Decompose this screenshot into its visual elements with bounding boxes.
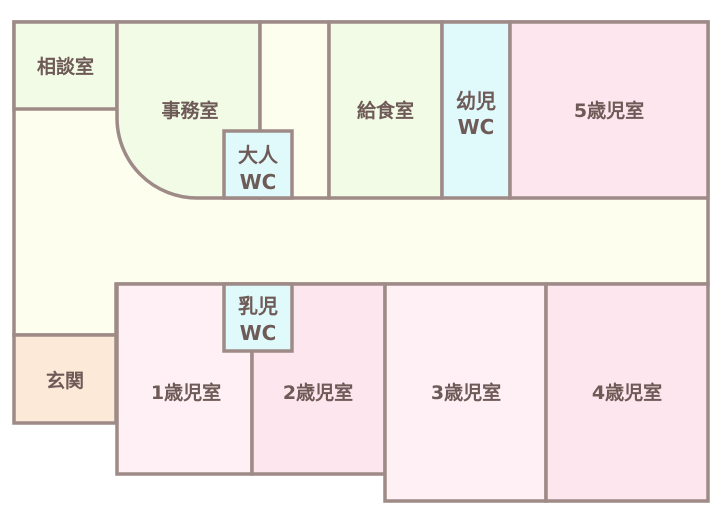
room-age5[interactable]: 5歳児室 — [508, 20, 710, 200]
room-age3[interactable]: 3歳児室 — [383, 282, 548, 503]
room-age2-label: 2歳児室 — [283, 381, 353, 404]
room-infant-wc-label-1: 乳児 — [238, 294, 278, 318]
room-adult-wc-label-2: WC — [240, 170, 277, 194]
room-age5-label: 5歳児室 — [574, 99, 644, 122]
room-consultation-label: 相談室 — [37, 55, 94, 78]
room-consultation[interactable]: 相談室 — [12, 20, 119, 111]
room-toddler-wc-label-2: WC — [458, 115, 495, 139]
room-adult-wc-floor — [222, 129, 294, 200]
room-kitchen[interactable]: 給食室 — [327, 20, 444, 200]
room-infant-wc-floor — [222, 282, 294, 353]
room-kitchen-label: 給食室 — [357, 99, 414, 122]
room-age3-floor — [383, 282, 548, 503]
room-toddler-wc-label-1: 幼児 — [456, 89, 496, 113]
room-infant-wc[interactable]: 乳児 WC — [222, 282, 294, 353]
room-kitchen-floor — [327, 20, 444, 200]
room-adult-wc[interactable]: 大人 WC — [222, 129, 294, 200]
room-age5-floor — [508, 20, 710, 200]
room-entrance-label: 玄関 — [46, 369, 84, 392]
room-toddler-wc-floor — [440, 20, 512, 200]
room-adult-wc-label-1: 大人 — [238, 143, 279, 167]
room-age4-floor — [544, 282, 710, 503]
room-infant-wc-label-2: WC — [240, 321, 277, 345]
room-office-label: 事務室 — [161, 99, 218, 122]
room-entrance[interactable]: 玄関 — [12, 333, 118, 425]
room-age3-label: 3歳児室 — [431, 381, 501, 404]
room-age4-label: 4歳児室 — [592, 381, 662, 404]
room-toddler-wc[interactable]: 幼児 WC — [440, 20, 512, 200]
room-age4[interactable]: 4歳児室 — [544, 282, 710, 503]
room-age1-label: 1歳児室 — [151, 381, 221, 404]
